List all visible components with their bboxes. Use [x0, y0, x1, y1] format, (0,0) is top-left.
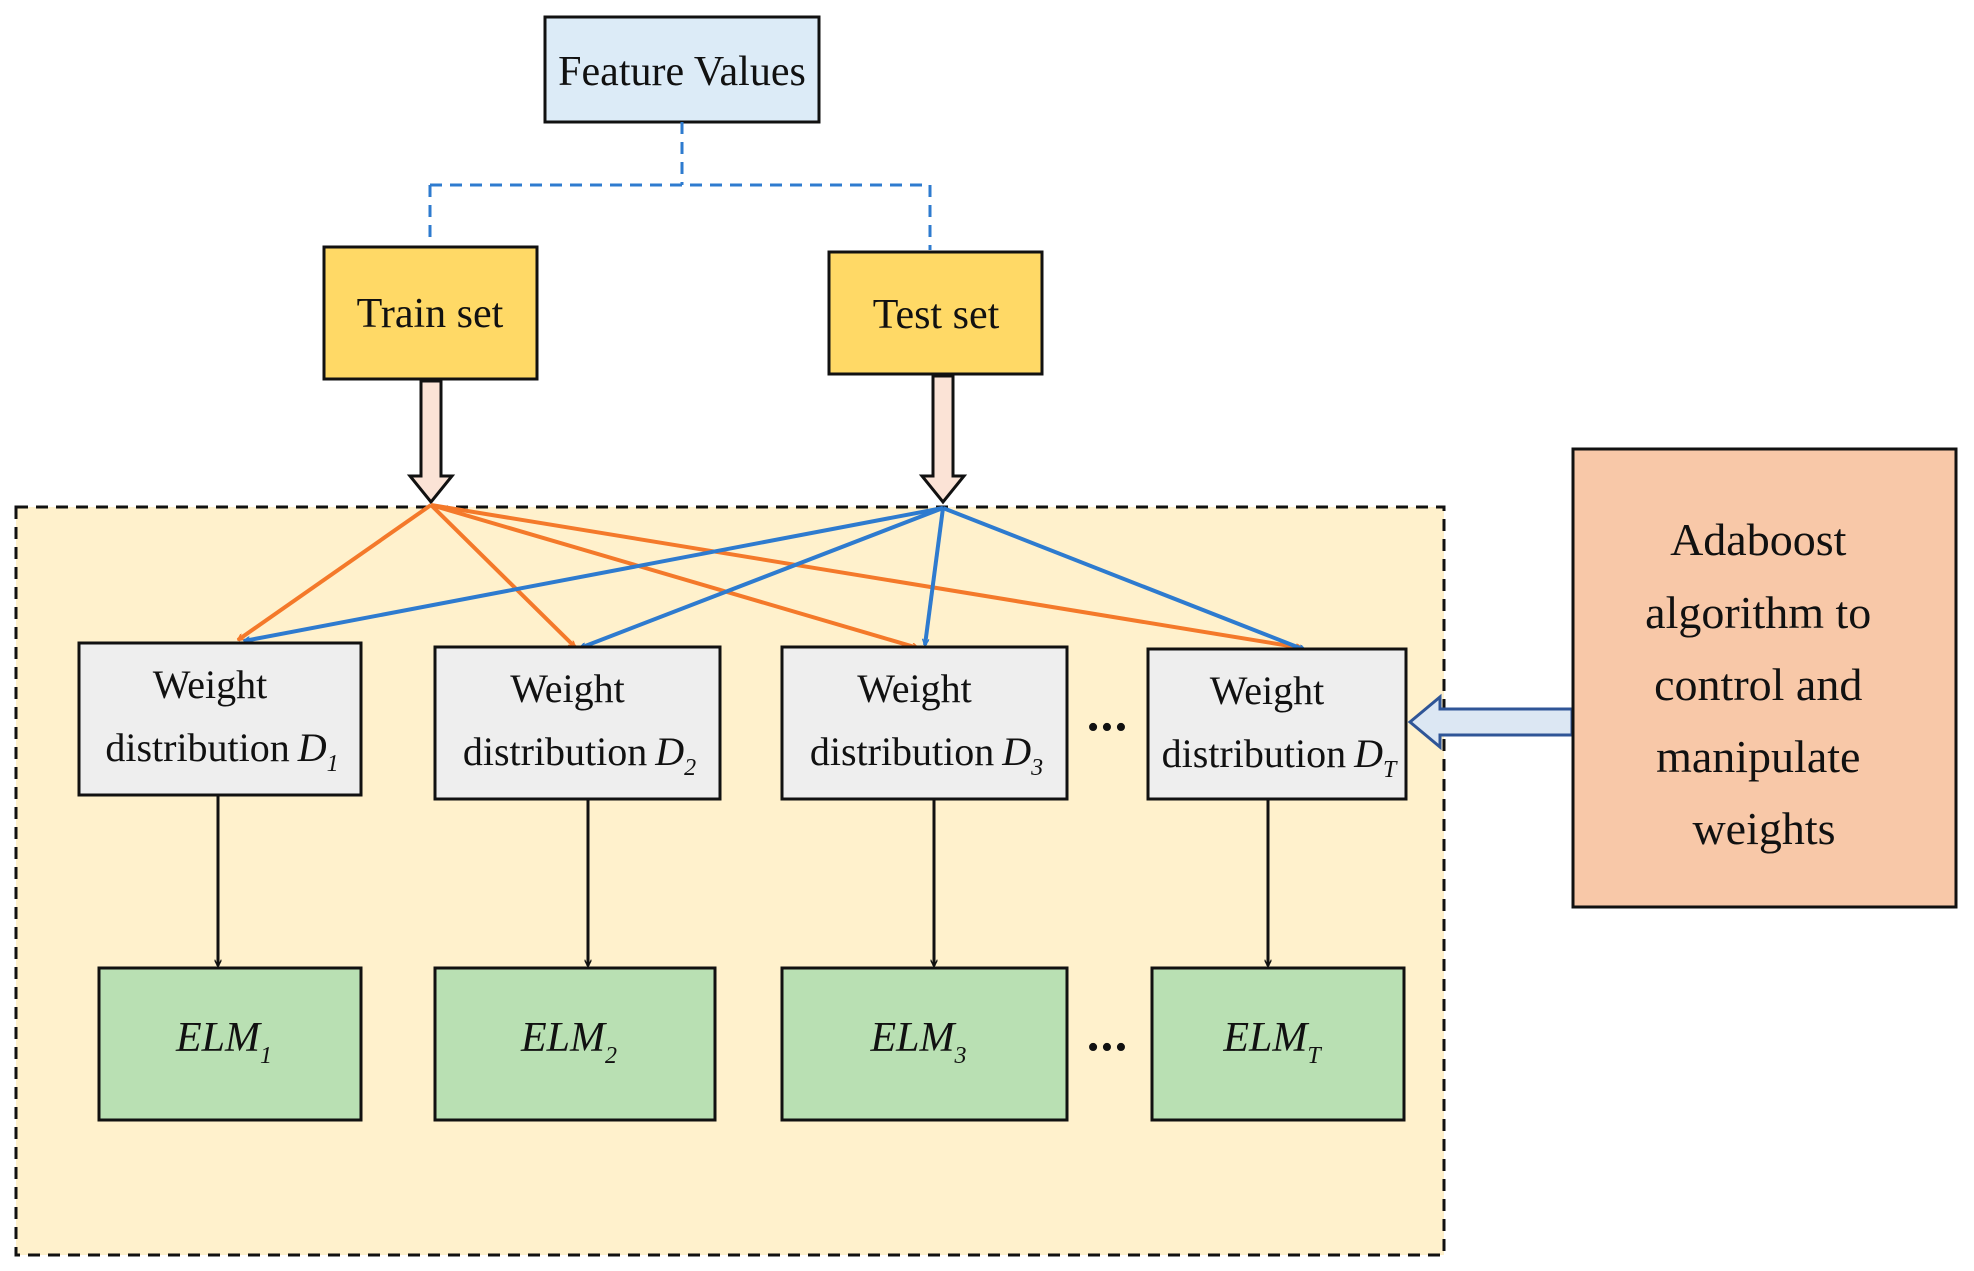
elm-label: ELM1 [175, 1015, 272, 1069]
elm-subscript: 2 [605, 1043, 617, 1069]
elm-box: ELMT [1150, 966, 1406, 1122]
distribution-word: distribution [1162, 731, 1346, 776]
train-edge-3 [430, 503, 918, 648]
test-edge-3 [925, 507, 945, 645]
split-connector [428, 122, 932, 250]
train-down-arrow-icon [406, 379, 456, 505]
train-edge-4 [430, 503, 1302, 648]
adaboost-node: Adaboost algorithm to control and manipu… [1571, 447, 1958, 909]
distribution-word: distribution [463, 729, 647, 774]
elm-box: ELM2 [433, 966, 717, 1122]
train-edge-1 [238, 503, 433, 642]
elm-box: ELM3 [780, 966, 1069, 1122]
feature-values-label: Feature Values [558, 49, 806, 95]
distribution-symbol: D [1353, 731, 1383, 776]
elm-label: ELM3 [870, 1015, 967, 1069]
distribution-subscript: 3 [1030, 755, 1043, 781]
distribution-subscript: 1 [327, 751, 339, 777]
elm-name: ELM [870, 1015, 957, 1061]
distribution-symbol: D [297, 725, 327, 770]
adaboost-control-arrow-icon [1407, 693, 1574, 751]
weights-ellipsis: ••• [1087, 709, 1129, 746]
weight-label: Weight [153, 662, 268, 707]
distribution-subscript: T [1383, 757, 1398, 783]
adaboost-line: algorithm to [1645, 587, 1871, 638]
weight-to-elm-arrows [218, 795, 1268, 966]
test-edge-1 [244, 506, 944, 641]
train-edge-2 [429, 503, 575, 647]
distribution-word: distribution [105, 725, 289, 770]
distribution-symbol: D [1001, 729, 1031, 774]
elm-label: ELM2 [520, 1015, 617, 1069]
elm-name: ELM [1222, 1015, 1309, 1061]
elm-label: ELMT [1222, 1015, 1322, 1069]
adaboost-line: Adaboost [1670, 514, 1847, 565]
adaboost-line: control and [1654, 659, 1862, 710]
adaboost-label: Adaboost algorithm to control and manipu… [1645, 514, 1883, 854]
weight-label: Weight [857, 666, 972, 711]
elm-subscript: 3 [954, 1043, 967, 1069]
test-edge-4 [942, 506, 1305, 652]
distribution-symbol: D [654, 729, 684, 774]
test-edge-2 [580, 506, 944, 650]
test-set-node: Test set [827, 250, 1044, 376]
elms-ellipsis: ••• [1087, 1029, 1129, 1066]
train-set-node: Train set [322, 245, 539, 381]
elm-subscript: T [1307, 1043, 1322, 1069]
test-down-arrow-icon [918, 374, 968, 505]
feature-values-node: Feature Values [543, 15, 821, 124]
train-set-label: Train set [357, 291, 504, 337]
elm-name: ELM [175, 1015, 262, 1061]
elm-name: ELM [520, 1015, 607, 1061]
elm-subscript: 1 [260, 1043, 272, 1069]
adaboost-line: manipulate [1656, 731, 1860, 782]
distribution-word: distribution [810, 729, 994, 774]
test-set-label: Test set [873, 292, 1000, 338]
elm-box: ELM1 [97, 966, 363, 1122]
fanout-edges [238, 503, 1305, 652]
distribution-subscript: 2 [684, 755, 696, 781]
adaboost-line: weights [1692, 803, 1835, 854]
weight-label: Weight [1210, 668, 1325, 713]
weight-label: Weight [510, 666, 625, 711]
